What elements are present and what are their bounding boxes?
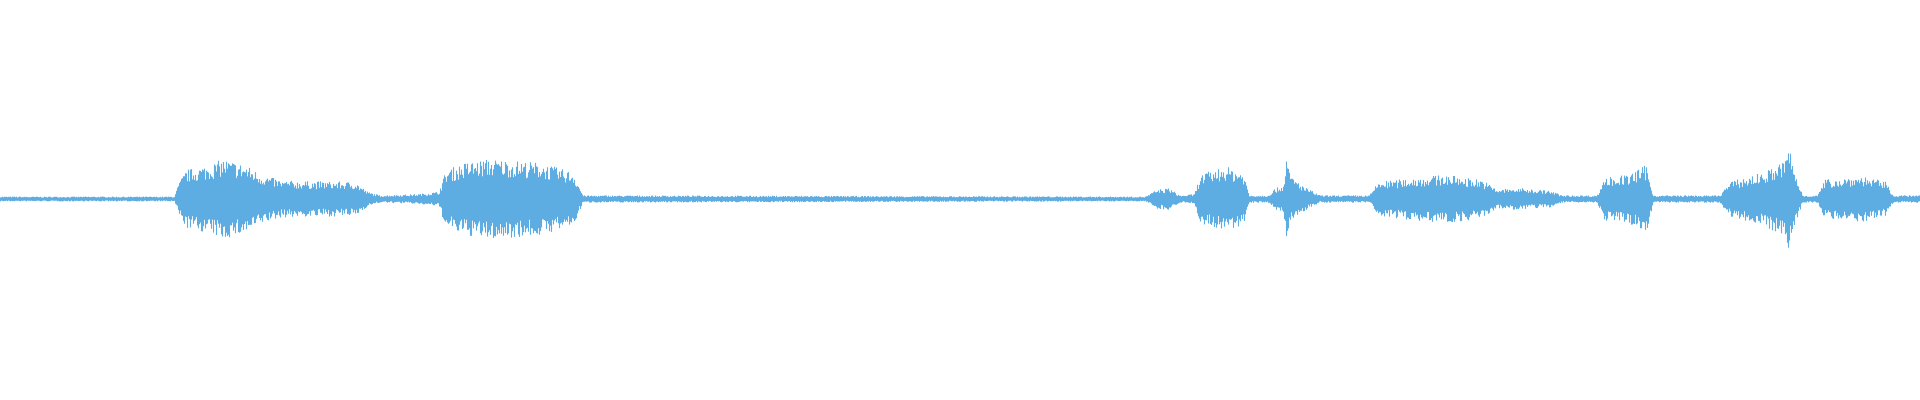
waveform-path xyxy=(0,153,1920,248)
